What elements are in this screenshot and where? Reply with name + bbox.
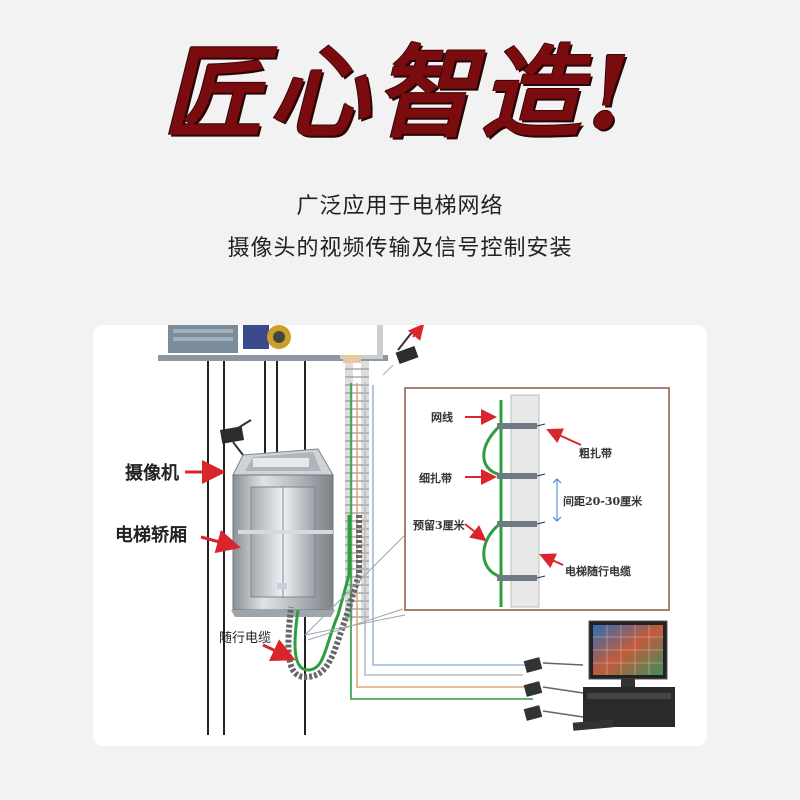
label-traveling-cable: 随行电缆 — [219, 631, 272, 646]
subtitle-line-2: 摄像头的视频传输及信号控制安装 — [227, 236, 573, 261]
headline: 匠心智造! — [163, 34, 637, 152]
subtitle-line-1: 广泛应用于电梯网络 — [296, 194, 504, 219]
car-camera — [219, 419, 252, 456]
detail-reserve: 预留3厘米 — [413, 519, 465, 532]
monitor-computer — [572, 620, 675, 731]
detail-network-cable: 网线 — [431, 411, 453, 424]
detail-thick-tie: 粗扎带 — [579, 447, 612, 460]
signal-converters — [523, 657, 584, 721]
detail-thin-tie: 细扎带 — [419, 472, 452, 485]
detail-elevator-cable: 电梯随行电缆 — [565, 565, 631, 578]
elevator-diagram-card: 摄像机 电梯轿厢 随行电缆 网线 粗扎带 细扎带 间距20-30厘米 预留3厘米… — [93, 325, 707, 746]
top-beam — [158, 355, 388, 361]
elevator-diagram — [158, 325, 675, 735]
label-elevator-car: 电梯轿厢 — [115, 525, 187, 546]
cable-tie-detail — [404, 387, 670, 611]
traction-motor — [168, 325, 291, 353]
elevator-car-illustration — [231, 448, 335, 617]
shaft-camera — [395, 325, 425, 365]
label-camera: 摄像机 — [125, 463, 179, 484]
detail-spacing: 间距20-30厘米 — [563, 495, 643, 508]
